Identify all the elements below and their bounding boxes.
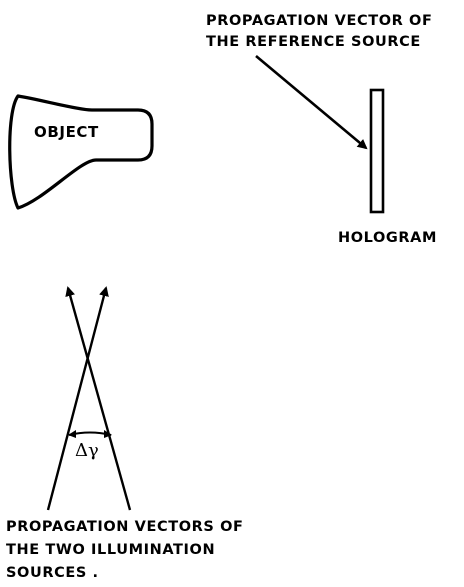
illumination-label-line-3: SOURCES . <box>6 565 99 581</box>
reference-arrow <box>255 55 368 150</box>
illumination-arrow-right <box>46 286 109 511</box>
object-label: OBJECT <box>34 123 99 141</box>
angle-arc-arrow-right <box>104 430 112 438</box>
angle-label: Δγ <box>75 440 99 461</box>
object-shape <box>8 94 154 210</box>
reference-label-line-1: PROPAGATION VECTOR OF <box>206 13 433 29</box>
hologram-plate <box>369 88 385 214</box>
illumination-label-line-1: PROPAGATION VECTORS OF <box>6 519 244 535</box>
angle-arc-arrow-left <box>68 430 76 438</box>
illumination-arrow-left <box>65 286 132 511</box>
reference-label-line-2: THE REFERENCE SOURCE <box>206 34 421 50</box>
illumination-label-line-2: THE TWO ILLUMINATION <box>6 542 216 558</box>
hologram-label: HOLOGRAM <box>338 230 438 246</box>
